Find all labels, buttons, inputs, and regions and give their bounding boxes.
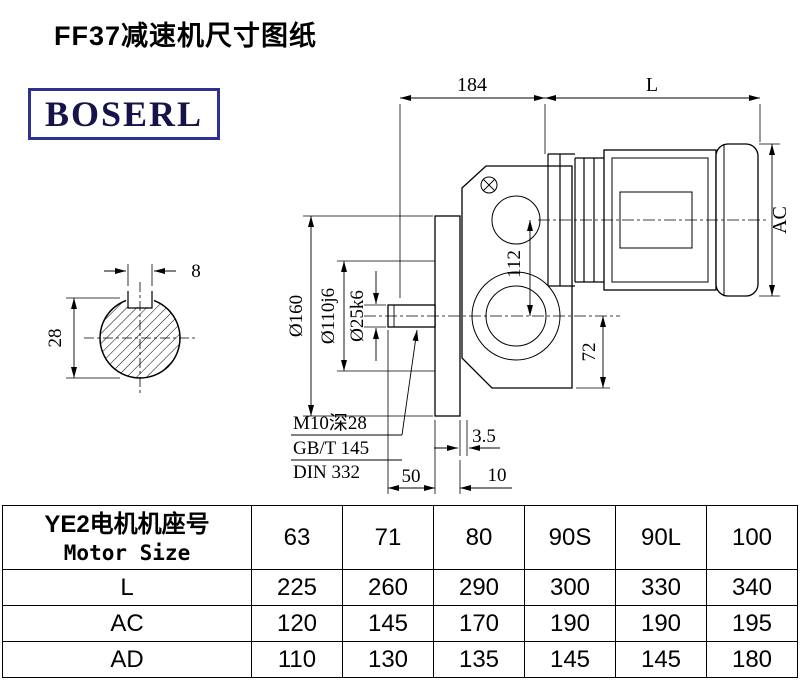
table-cell: 340 — [706, 569, 798, 606]
dim-184: 184 — [457, 74, 487, 96]
shaft-cross-section — [66, 264, 196, 396]
table-cell: 170 — [433, 605, 525, 642]
table-cell: 145 — [524, 641, 616, 678]
table-cell: 80 — [433, 505, 525, 570]
dim-AC: AC — [769, 206, 791, 234]
table-cell: 225 — [251, 569, 343, 606]
motor-size-header-en: Motor Size — [63, 540, 191, 565]
table-row: L 225 260 290 300 330 340 — [2, 569, 798, 606]
dim-10: 10 — [488, 465, 507, 486]
table-cell: 90L — [615, 505, 707, 570]
gearbox-housing — [387, 165, 573, 417]
table-cell: 90S — [524, 505, 616, 570]
table-cell: 260 — [342, 569, 434, 606]
table-cell: 145 — [615, 641, 707, 678]
table-cell: 290 — [433, 569, 525, 606]
table-row: AC 120 145 170 190 190 195 — [2, 605, 798, 642]
inner-dimensions — [527, 220, 610, 389]
dim-spigot-dia: Ø110j6 — [318, 288, 339, 344]
table-cell: 100 — [706, 505, 798, 570]
ac-dimension — [759, 143, 780, 297]
dimension-drawing: 8 28 — [45, 74, 791, 494]
table-cell: 130 — [342, 641, 434, 678]
diameter-dimensions — [303, 215, 435, 417]
thread-note: M10深28 — [293, 412, 367, 434]
dim-flange-dia: Ø160 — [286, 295, 307, 337]
table-cell: 120 — [251, 605, 343, 642]
dim-key-width: 8 — [191, 261, 201, 282]
table-header-row: YE2电机机座号 Motor Size 63 71 80 90S 90L 100 — [2, 505, 798, 570]
table-cell: 190 — [524, 605, 616, 642]
table-cell: 145 — [342, 605, 434, 642]
row-label: AD — [2, 641, 252, 678]
standard-din: DIN 332 — [293, 462, 360, 483]
dimension-table: YE2电机机座号 Motor Size 63 71 80 90S 90L 100… — [2, 505, 798, 678]
dim-72: 72 — [579, 343, 600, 362]
top-dimensions — [399, 95, 761, 298]
table-cell: 110 — [251, 641, 343, 678]
table-cell: 63 — [251, 505, 343, 570]
motor-size-header: YE2电机机座号 Motor Size — [2, 505, 252, 570]
dim-L: L — [646, 74, 658, 96]
bottom-dimensions — [387, 330, 512, 494]
table-cell: 71 — [342, 505, 434, 570]
standard-gbt: GB/T 145 — [293, 438, 369, 459]
dim-key-height: 28 — [45, 329, 66, 348]
dim-50: 50 — [402, 466, 421, 487]
thread-note-lines — [291, 329, 419, 461]
table-cell: 180 — [706, 641, 798, 678]
row-label: L — [2, 569, 252, 606]
dim-3-5: 3.5 — [472, 426, 496, 447]
table-cell: 300 — [524, 569, 616, 606]
center-lines — [364, 219, 768, 317]
dim-shaft-dia: Ø25k6 — [347, 290, 368, 342]
page-title: FF37减速机尺寸图纸 — [54, 21, 318, 51]
motor-size-header-cn: YE2电机机座号 — [44, 510, 210, 538]
dim-112: 112 — [504, 250, 525, 278]
row-label: AC — [2, 605, 252, 642]
table-cell: 135 — [433, 641, 525, 678]
table-cell: 195 — [706, 605, 798, 642]
brand-logo: BOSERL — [28, 88, 221, 140]
table-cell: 330 — [615, 569, 707, 606]
table-row: AD 110 130 135 145 145 180 — [2, 641, 798, 678]
table-cell: 190 — [615, 605, 707, 642]
